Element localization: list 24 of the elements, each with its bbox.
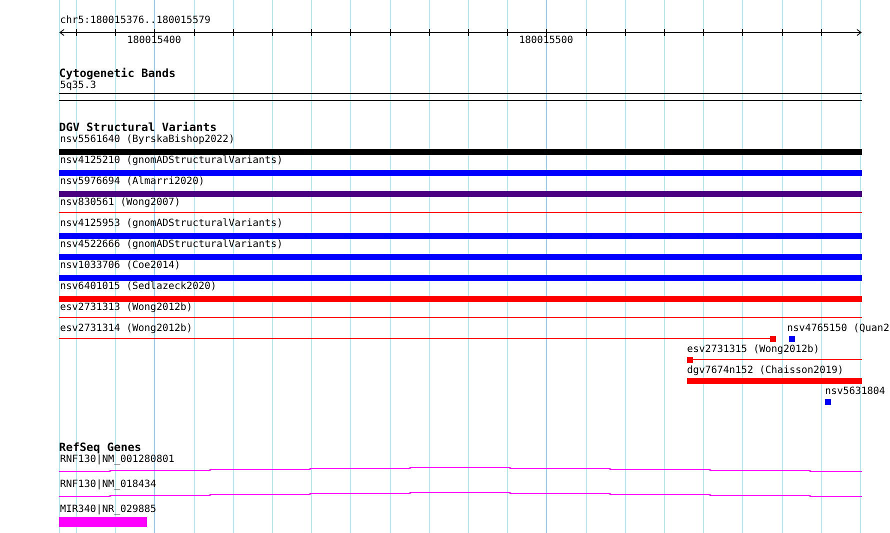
track-title: DGV Structural Variants [59, 121, 217, 133]
feature-label: MIR340|NR_029885 [60, 504, 156, 516]
feature-label: nsv4125210 (gnomADStructuralVariants) [60, 155, 283, 167]
feature-label: nsv4125953 (gnomADStructuralVariants) [60, 218, 283, 230]
feature-label: nsv5561640 (ByrskaBishop2022) [60, 134, 235, 146]
feature-label: nsv830561 (Wong2007) [60, 197, 180, 209]
track-title: RefSeq Genes [59, 441, 142, 453]
feature-label: nsv5976694 (Almarri2020) [60, 176, 204, 188]
feature-label: nsv6401015 (Sedlazeck2020) [60, 281, 217, 293]
track-title: Cytogenetic Bands [59, 67, 176, 79]
feature-label: esv2731313 (Wong2012b) [60, 302, 192, 314]
feature-label: nsv1033706 (Coe2014) [60, 260, 180, 272]
feature-label: RNF130|NM_018434 [60, 479, 156, 491]
feature-label: RNF130|NM_001280801 [60, 454, 174, 466]
feature-label: esv2731315 (Wong2012b) [687, 344, 820, 356]
feature-label: nsv4765150 (Quan2 [787, 323, 890, 335]
ruler-tick-label: 180015500 [519, 35, 574, 47]
feature-label: dgv7674n152 (Chaisson2019) [687, 365, 844, 377]
feature-label: esv2731314 (Wong2012b) [60, 323, 192, 335]
coordinate-range: chr5:180015376..180015579 [60, 15, 211, 27]
band-label: 5q35.3 [60, 80, 96, 92]
ruler-tick-label: 180015400 [127, 35, 182, 47]
feature-label: nsv5631804 [825, 386, 886, 398]
feature-label: nsv4522666 (gnomADStructuralVariants) [60, 239, 283, 251]
